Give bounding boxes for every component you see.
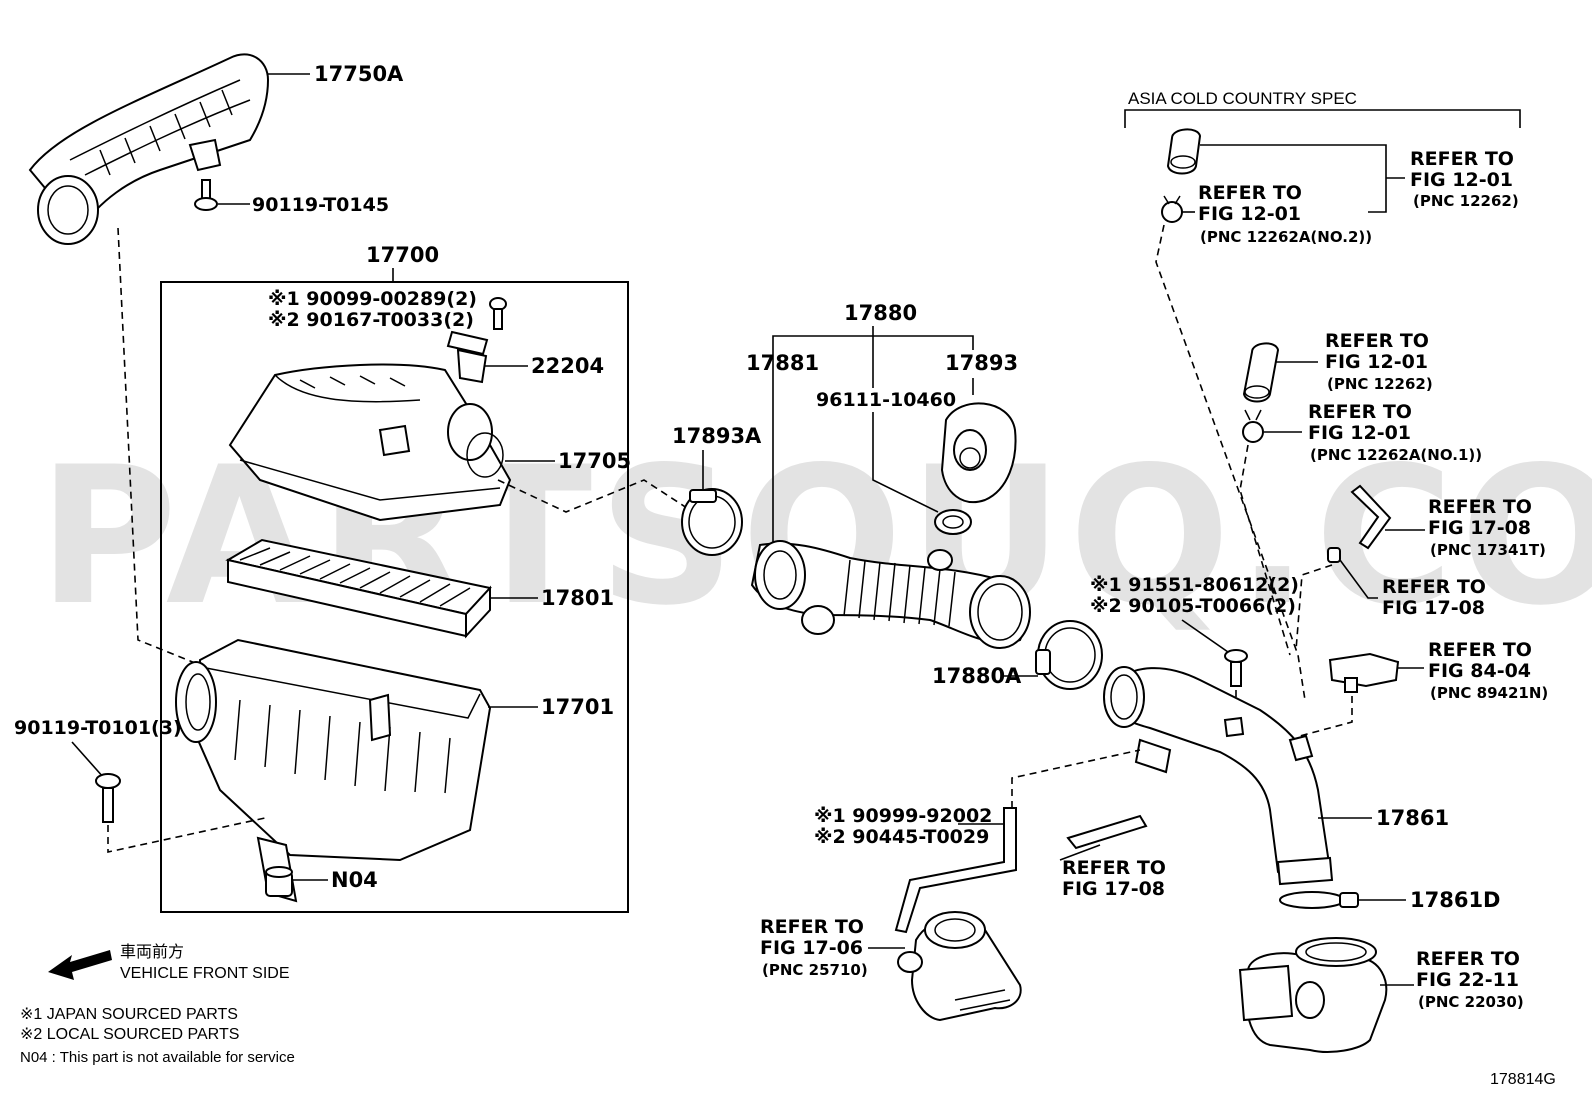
label-96111-10460: 96111-10460 [816,389,956,411]
label-17880: 17880 [844,301,917,325]
spec-note: ASIA COLD COUNTRY SPEC [1128,89,1357,108]
label-17881: 17881 [746,351,819,375]
ref9-line2: FIG 17-06 [760,937,863,959]
label-90445-T0029: ※2 90445-T0029 [814,826,989,848]
label-17861: 17861 [1376,806,1449,830]
screw-90099[interactable] [489,297,507,330]
label-90119-T0101: 90119-T0101(3) [14,717,182,739]
ref7-line2: FIG 84-04 [1428,660,1531,682]
label-17893: 17893 [945,351,1018,375]
label-17750A: 17750A [314,62,404,86]
label-17880A: 17880A [932,664,1022,688]
air-filter-element-17801[interactable] [225,538,492,639]
ref8-line1: REFER TO [1062,857,1166,879]
bolt-90119-T0145[interactable] [194,179,218,211]
ref8-line2: FIG 17-08 [1062,878,1165,900]
label-N04: N04 [331,868,378,892]
hose-clamp-17893A[interactable] [681,488,743,556]
ref2-line1: REFER TO [1198,182,1302,204]
air-flow-meter-22204[interactable] [446,330,489,384]
assembly-box-17700 [160,281,629,913]
hose-17-08-lower[interactable] [1059,814,1148,861]
label-90167-T0033: ※2 90167-T0033(2) [268,309,474,331]
hose-clamp-17880A[interactable] [1035,620,1103,690]
clamp-12262A-no2[interactable] [1161,195,1183,223]
label-90105-T0066: ※2 90105-T0066(2) [1090,595,1296,617]
ref4-pnc: (PNC 12262A(NO.1)) [1310,446,1482,464]
label-17801: 17801 [541,586,614,610]
hose-clamp-17861D[interactable] [1279,891,1359,909]
label-90119-T0145: 90119-T0145 [252,194,389,216]
figure-id: 178814G [1490,1071,1556,1088]
ref7-pnc: (PNC 89421N) [1430,684,1548,702]
intake-hose-17881[interactable] [750,540,1031,649]
ref2-pnc: (PNC 12262A(NO.2)) [1200,228,1372,246]
ref2-line2: FIG 12-01 [1198,203,1301,225]
ref5-pnc: (PNC 17341T) [1430,541,1546,559]
ref1-pnc: (PNC 12262) [1413,192,1519,210]
ref9-line1: REFER TO [760,916,864,938]
air-cleaner-cap-17705[interactable] [228,363,512,522]
clamp-96111-10460[interactable] [934,509,972,535]
grommet-N04[interactable] [265,866,293,897]
sensor-89421N[interactable] [1328,652,1400,693]
label-17861D: 17861D [1410,888,1501,912]
valve-25710[interactable] [897,911,1022,1022]
hose-17341T[interactable] [1350,484,1392,550]
ref5-line2: FIG 17-08 [1428,517,1531,539]
hose-12262-lower[interactable] [1242,342,1280,403]
air-intake-duct-17750A[interactable] [28,53,270,245]
ref7-line1: REFER TO [1428,639,1532,661]
legend-note-3: N04 : This part is not available for ser… [20,1049,295,1066]
bolt-91551-80612[interactable] [1224,649,1248,687]
legend-note-1: ※1 JAPAN SOURCED PARTS [20,1006,238,1023]
ref3-line2: FIG 12-01 [1325,351,1428,373]
ref4-line1: REFER TO [1308,401,1412,423]
ref3-line1: REFER TO [1325,330,1429,352]
clamp-12262A-no1[interactable] [1242,409,1264,443]
label-22204: 22204 [531,354,604,378]
ref10-pnc: (PNC 22030) [1418,993,1524,1011]
throttle-body-22030[interactable] [1238,937,1388,1053]
bolt-90119-T0101[interactable] [95,773,121,823]
fitting-17-08-upper[interactable] [1327,547,1341,563]
air-cleaner-case-17701[interactable] [175,638,492,903]
ref1-line2: FIG 12-01 [1410,169,1513,191]
intake-pipe-17861[interactable] [1103,666,1334,886]
legend-note-2: ※2 LOCAL SOURCED PARTS [20,1026,239,1043]
label-17700: 17700 [366,243,439,267]
ref10-line1: REFER TO [1416,948,1520,970]
bracket-17893[interactable] [940,402,1017,503]
ref4-line2: FIG 12-01 [1308,422,1411,444]
ref6-line1: REFER TO [1382,576,1486,598]
ref1-line1: REFER TO [1410,148,1514,170]
label-17701: 17701 [541,695,614,719]
legend-front-en: VEHICLE FRONT SIDE [120,965,290,982]
ref9-pnc: (PNC 25710) [762,961,868,979]
label-91551-80612: ※1 91551-80612(2) [1090,574,1299,596]
ref6-line2: FIG 17-08 [1382,597,1485,619]
vacuum-hose-90999-92002[interactable] [894,807,1017,934]
front-arrow [48,950,112,980]
legend-front-jp: 車両前方 [120,943,184,961]
label-90999-92002: ※1 90999-92002 [814,805,992,827]
ref5-line1: REFER TO [1428,496,1532,518]
ref10-line2: FIG 22-11 [1416,969,1519,991]
label-90099-00289: ※1 90099-00289(2) [268,288,477,310]
ref3-pnc: (PNC 12262) [1327,375,1433,393]
label-17893A: 17893A [672,424,762,448]
label-17705: 17705 [558,449,631,473]
hose-12262-upper[interactable] [1166,128,1202,175]
